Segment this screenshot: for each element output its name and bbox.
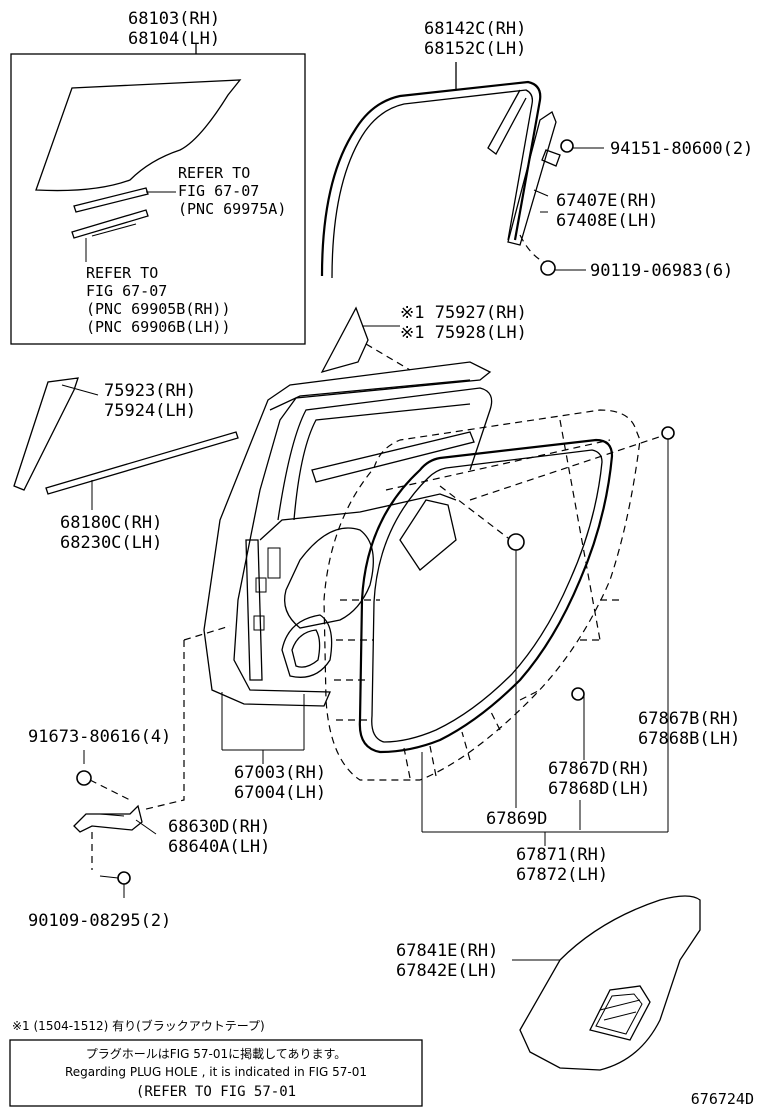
label-68630d: 68630D(RH) (168, 817, 270, 837)
pillar-garnish (13, 377, 99, 491)
body-opening-outline (323, 409, 641, 781)
label-75927: ※1 75927(RH) (400, 303, 527, 323)
bolt-icon (560, 139, 574, 153)
label-68230c: 68230C(LH) (60, 533, 162, 553)
clips (439, 426, 675, 832)
notice-jp: プラグホールはFIG 57-01に掲載してあります。 (86, 1046, 347, 1061)
bolt-icon (76, 770, 92, 786)
refer-b-line4: (PNC 69906B(LH)) (86, 318, 231, 336)
refer-b-line2: FIG 67-07 (86, 282, 167, 300)
label-67868d: 67868D(LH) (548, 779, 650, 799)
refer-b-line3: (PNC 69905B(RH)) (86, 300, 231, 318)
glass-channel-lower (71, 209, 149, 239)
label-67003: 67003(RH) (234, 763, 326, 783)
label-94151: 94151-80600(2) (610, 139, 753, 159)
door-frame-weatherstrip (320, 62, 542, 279)
label-67867d: 67867D(RH) (548, 759, 650, 779)
door-panel (203, 361, 493, 764)
label-67407e: 67407E(RH) (556, 191, 658, 211)
figure-id: 676724D (691, 1090, 754, 1108)
label-67004: 67004(LH) (234, 783, 326, 803)
door-glass-shape (35, 79, 242, 192)
notice-ref: (REFER TO FIG 57-01 (136, 1084, 296, 1100)
division-bar (507, 111, 604, 276)
refer-a-line1: REFER TO (178, 164, 250, 182)
plug-icon (507, 533, 525, 551)
belt-moulding (45, 431, 239, 510)
service-hole-cover (512, 895, 701, 1071)
refer-a-line2: FIG 67-07 (178, 182, 259, 200)
notice-en: Regarding PLUG HOLE , it is indicated in… (65, 1065, 367, 1079)
door-check-assembly (73, 625, 231, 898)
refer-a-line3: (PNC 69975A) (178, 200, 286, 218)
label-68180c: 68180C(RH) (60, 513, 162, 533)
label-67842e: 67842E(LH) (396, 961, 498, 981)
label-90119: 90119-06983(6) (590, 261, 733, 281)
footnote: ※1 (1504-1512) 有り(ブラックアウトテープ) (12, 1018, 265, 1033)
door-weatherstrip (358, 438, 668, 846)
label-68104-lh: 68104(LH) (128, 29, 220, 49)
label-91673: 91673-80616(4) (28, 727, 171, 747)
label-67868b: 67868B(LH) (638, 729, 740, 749)
label-75924: 75924(LH) (104, 401, 196, 421)
bolt-icon (540, 260, 556, 276)
refer-b-line1: REFER TO (86, 264, 158, 282)
plug-hole-notice: プラグホールはFIG 57-01に掲載してあります。 Regarding PLU… (9, 1039, 423, 1107)
glass-inset-box (10, 44, 306, 345)
label-67408e: 67408E(LH) (556, 211, 658, 231)
label-68640a: 68640A(LH) (168, 837, 270, 857)
bolt-icon (117, 871, 131, 885)
label-68142c: 68142C(RH) (424, 19, 526, 39)
clip-icon (571, 687, 585, 701)
label-67872: 67872(LH) (516, 865, 608, 885)
label-75923: 75923(RH) (104, 381, 196, 401)
blackout-tape (320, 306, 411, 374)
label-67841e: 67841E(RH) (396, 941, 498, 961)
label-90109: 90109-08295(2) (28, 911, 171, 931)
glass-channel-upper (73, 187, 149, 213)
label-67867b: 67867B(RH) (638, 709, 740, 729)
label-67871: 67871(RH) (516, 845, 608, 865)
label-68152c: 68152C(LH) (424, 39, 526, 59)
door-check-link (73, 804, 143, 833)
clip-icon (661, 426, 675, 440)
label-67869d: 67869D (486, 809, 547, 829)
part-labels: 68103(RH) 68104(LH) REFER TO FIG 67-07 (… (28, 9, 753, 981)
label-75928: ※1 75928(LH) (400, 323, 527, 343)
label-68103-rh: 68103(RH) (128, 9, 220, 29)
